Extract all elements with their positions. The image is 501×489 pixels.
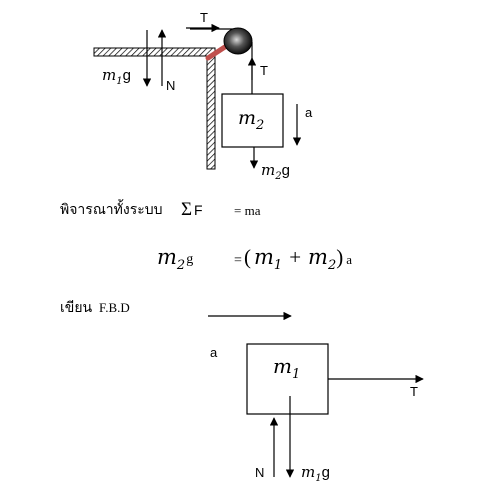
equation-rhs: (m1+m2)a [244, 245, 352, 273]
sigma-symbol: Σ [181, 199, 192, 220]
table-leg [206, 55, 216, 170]
table-top-surface [93, 47, 216, 57]
fbd-diagram: a m1 T N m1g [208, 311, 424, 484]
m1-weight-label-fbd: m1g [301, 463, 330, 484]
accel-label-fbd: a [210, 345, 218, 360]
system-thai-text: พิจารณาทั้งระบบ [60, 199, 163, 218]
accel-label-top: a [305, 105, 313, 120]
fbd-thai-text: เขียน [60, 300, 93, 316]
mass1-label: m1 [273, 354, 300, 382]
m1-weight-label: m1g [102, 66, 131, 87]
mass2-label: m2 [238, 107, 264, 133]
equals-ma: = ma [234, 203, 261, 218]
force-symbol: F [194, 202, 203, 218]
mass1-block [246, 343, 329, 415]
tension-label-fbd: T [410, 384, 418, 399]
equation-equals: = [234, 253, 242, 268]
mass2-block [221, 93, 284, 148]
tension-label-top: T [200, 10, 208, 25]
fbd-label: F.B.D [99, 300, 130, 315]
main-equation: m2g = (m1+m2)a [157, 245, 352, 273]
normal-label-fbd: N [255, 465, 264, 480]
normal-label-top: N [166, 78, 175, 93]
table-and-pulley-diagram: T m1g N T m2 m2g a [93, 10, 313, 182]
tension-label-right: T [260, 63, 268, 78]
system-equation-line: พิจารณาทั้งระบบ Σ F = ma [60, 199, 261, 220]
pulley-icon [223, 27, 253, 55]
m2-weight-label: m2g [261, 161, 290, 182]
fbd-heading: เขียน F.B.D [60, 300, 130, 316]
equation-lhs: m2g [157, 245, 193, 273]
